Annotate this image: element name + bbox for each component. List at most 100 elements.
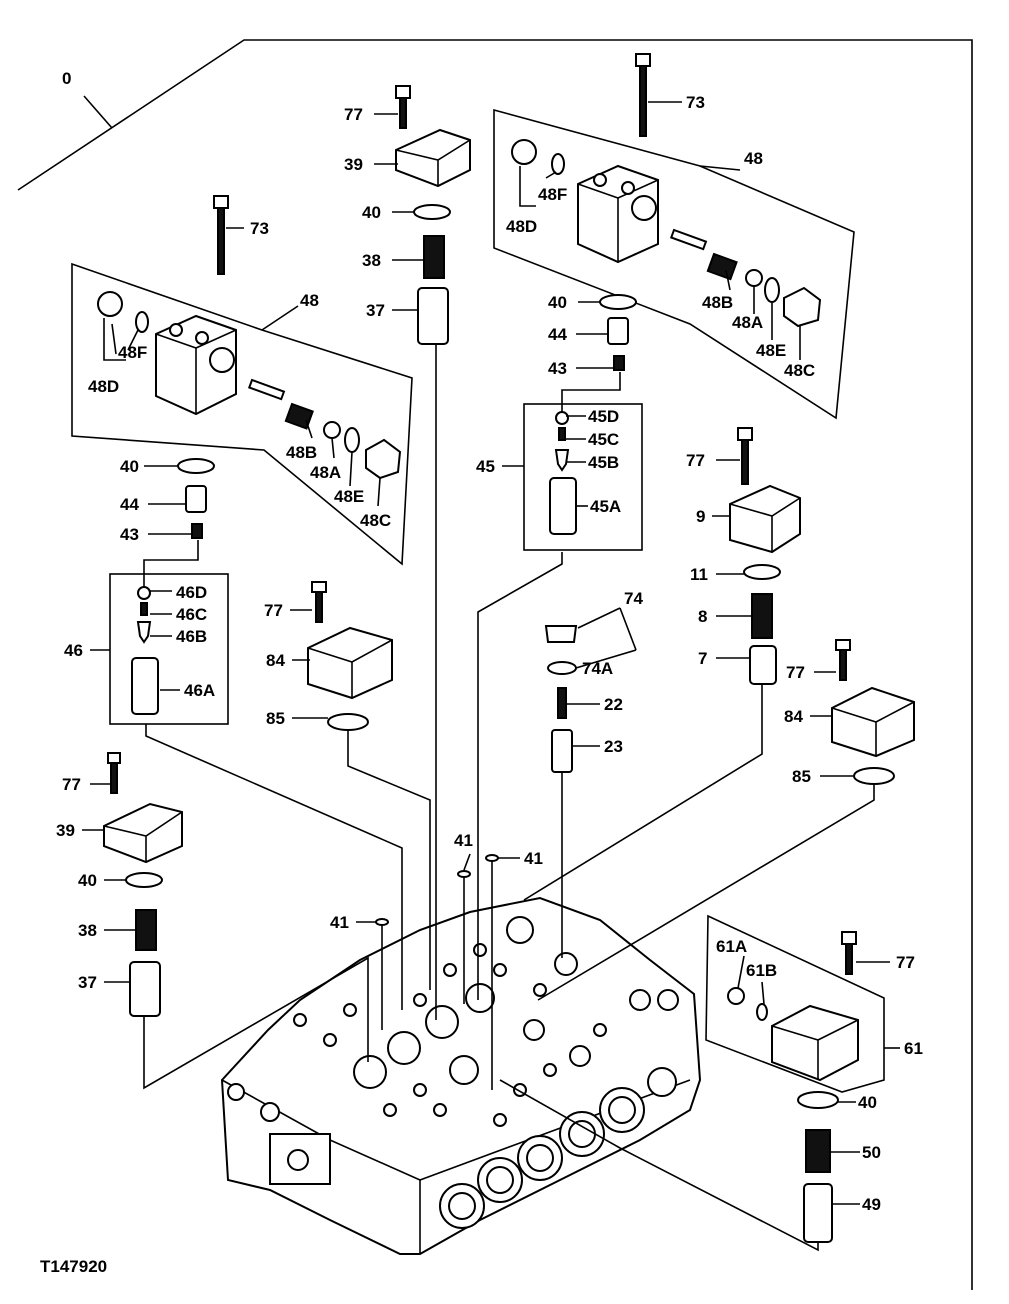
callout-38: 38 <box>362 251 381 270</box>
callout-41: 41 <box>454 831 473 850</box>
part-48A-washer-right <box>745 269 763 287</box>
callout-39: 39 <box>56 821 75 840</box>
callout-40: 40 <box>548 293 567 312</box>
callout-84: 84 <box>266 651 285 670</box>
part-77-bolt-61 <box>841 931 857 975</box>
part-38-spring-top-center <box>423 235 445 279</box>
part-48D-plug-left <box>97 291 123 317</box>
part-45C-spring <box>558 427 566 441</box>
part-48-relief-block-left <box>155 314 237 416</box>
callout-41: 41 <box>524 849 543 868</box>
callout-74A: 74A <box>582 659 613 678</box>
part-41-oring-b <box>485 854 499 862</box>
callout-43: 43 <box>120 525 139 544</box>
leader-lines <box>82 101 900 1205</box>
callout-44: 44 <box>120 495 139 514</box>
part-40-oring-right-mid <box>599 294 637 310</box>
assembly-frame <box>17 39 973 1290</box>
callout-77: 77 <box>786 663 805 682</box>
callout-85: 85 <box>792 767 811 786</box>
subassembly-61-frame <box>705 914 885 1093</box>
part-45D-ball <box>555 411 569 425</box>
callout-77: 77 <box>686 451 705 470</box>
callout-46C: 46C <box>176 605 207 624</box>
callout-48F: 48F <box>538 185 567 204</box>
callout-48B: 48B <box>286 443 317 462</box>
callout-48F: 48F <box>118 343 147 362</box>
callout-77: 77 <box>264 601 283 620</box>
part-61-cover <box>771 1004 859 1082</box>
callout-61A: 61A <box>716 937 747 956</box>
part-84-cover-right <box>831 686 915 758</box>
callout-23: 23 <box>604 737 623 756</box>
callout-73: 73 <box>686 93 705 112</box>
part-85-oring-right <box>853 767 895 785</box>
callout-50: 50 <box>862 1143 881 1162</box>
part-48E-oring-left <box>344 427 360 453</box>
callout-77: 77 <box>62 775 81 794</box>
callout-48E: 48E <box>334 487 364 506</box>
callout-48: 48 <box>300 291 319 310</box>
part-46C-spring <box>140 602 148 616</box>
callout-85: 85 <box>266 709 285 728</box>
callout-48A: 48A <box>732 313 763 332</box>
part-40-oring-left-mid <box>177 458 215 474</box>
part-39-cover-top-center <box>395 128 471 188</box>
callout-48C: 48C <box>360 511 391 530</box>
part-48A-washer-left <box>323 421 341 439</box>
part-39-cover-lower-left <box>103 802 183 864</box>
callout-49: 49 <box>862 1195 881 1214</box>
callout-40: 40 <box>858 1093 877 1112</box>
callout-7: 7 <box>698 649 707 668</box>
callout-0: 0 <box>62 69 71 88</box>
part-48-poppet-left <box>247 378 286 401</box>
box-45 <box>523 403 643 551</box>
callout-45C: 45C <box>588 430 619 449</box>
part-8-spring <box>751 593 773 639</box>
callout-48E: 48E <box>756 341 786 360</box>
part-48C-plug-right <box>783 286 822 328</box>
part-77-bolt-9 <box>737 427 753 485</box>
part-77-bolt-top-center <box>395 85 411 129</box>
callout-74: 74 <box>624 589 643 608</box>
callout-11: 11 <box>690 565 708 584</box>
callout-48B: 48B <box>702 293 733 312</box>
part-73-bolt-right <box>635 53 651 137</box>
part-61A-plug <box>727 987 745 1005</box>
part-37-sleeve-lower-left <box>129 961 161 1017</box>
callout-39: 39 <box>344 155 363 174</box>
part-46B-poppet <box>136 621 152 644</box>
part-85-oring-left <box>327 713 369 731</box>
callout-48D: 48D <box>506 217 537 236</box>
part-43-spring-right <box>613 355 625 371</box>
callout-77: 77 <box>344 105 363 124</box>
part-38-spring-lower-left <box>135 909 157 951</box>
callout-48C: 48C <box>784 361 815 380</box>
callout-48A: 48A <box>310 463 341 482</box>
part-48-poppet-right <box>669 228 708 251</box>
part-43-spring-left <box>191 523 203 539</box>
part-48D-plug-right <box>511 139 537 165</box>
callout-61: 61 <box>904 1039 923 1058</box>
part-41-oring-c <box>375 918 389 926</box>
callout-45: 45 <box>476 457 495 476</box>
callout-46D: 46D <box>176 583 207 602</box>
figure-reference: T147920 <box>40 1257 107 1276</box>
callout-45D: 45D <box>588 407 619 426</box>
part-49-spool <box>803 1183 833 1243</box>
part-74-plug <box>544 625 578 643</box>
callout-41: 41 <box>330 913 349 932</box>
part-48B-spring-left <box>284 402 314 430</box>
callout-84: 84 <box>784 707 803 726</box>
part-46A-valve <box>131 657 159 715</box>
callout-38: 38 <box>78 921 97 940</box>
callout-46: 46 <box>64 641 83 660</box>
part-77-bolt-84-left <box>311 581 327 623</box>
part-48-relief-block-right <box>577 164 659 264</box>
control-valve-body <box>220 896 702 1255</box>
callout-8: 8 <box>698 607 707 626</box>
part-48F-oring-right <box>551 153 565 175</box>
callout-46A: 46A <box>184 681 215 700</box>
callout-48: 48 <box>744 149 763 168</box>
